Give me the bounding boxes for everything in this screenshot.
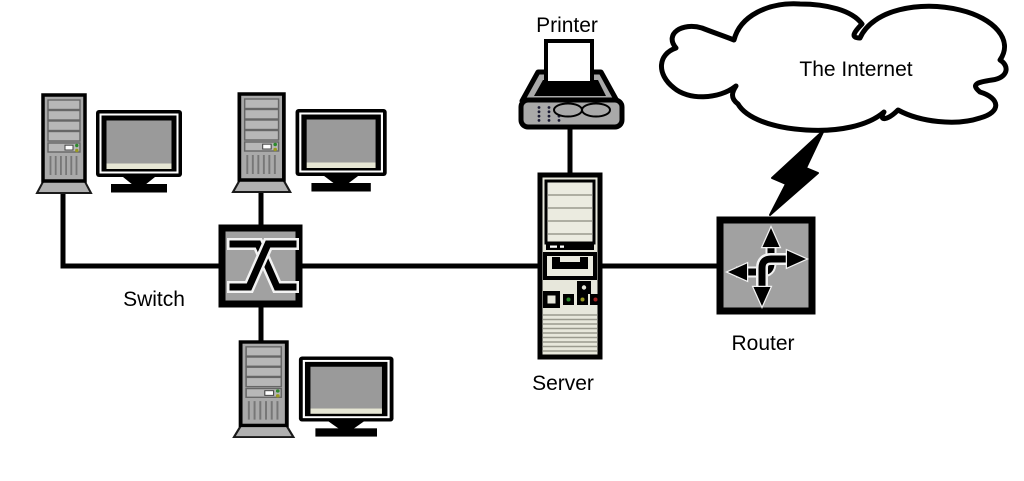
- workstation-2: [231, 92, 389, 194]
- printer-paper: [544, 39, 594, 85]
- server-node: [537, 172, 603, 360]
- four-way-arrows-icon: [724, 224, 810, 310]
- printer-node: [518, 39, 625, 130]
- lightning-bolt-icon: [769, 129, 825, 216]
- printer-label: Printer: [536, 14, 598, 37]
- router-label: Router: [731, 332, 794, 355]
- workstation-3: [232, 340, 396, 439]
- internet-node: [659, 1, 1009, 133]
- server-vents: [543, 314, 597, 352]
- link-ws1-switch: [60, 194, 222, 269]
- router-node: [716, 216, 816, 315]
- server-label: Server: [532, 372, 594, 395]
- floppy-drive: [543, 252, 597, 280]
- workstation-1: [35, 93, 184, 195]
- network-links: [60, 124, 719, 346]
- server-tower-icon: [537, 172, 603, 360]
- cloud-icon: [659, 1, 1009, 133]
- switch-label: Switch: [123, 288, 185, 311]
- printer-icon: [518, 39, 625, 130]
- x-crossover-icon: [227, 238, 299, 293]
- power-button: [543, 291, 560, 308]
- switch-node: [218, 224, 303, 308]
- internet-label: The Internet: [799, 58, 912, 81]
- status-leds: [563, 294, 601, 305]
